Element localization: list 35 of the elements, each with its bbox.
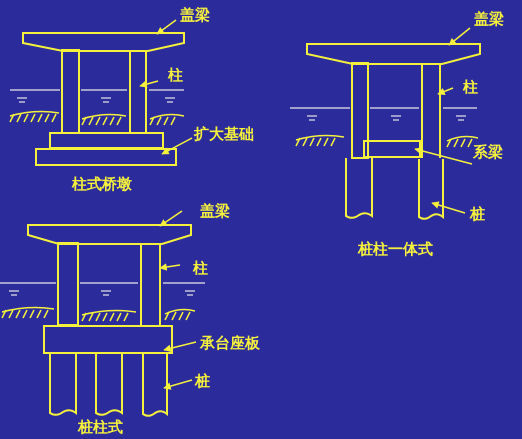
beam-shape (363, 140, 421, 160)
part-label: 盖梁 (180, 6, 210, 24)
cap-beam-shape (22, 32, 185, 53)
leader-line (437, 87, 454, 95)
part-label: 桩 (195, 372, 210, 390)
pile-shape (142, 353, 168, 416)
leader-line (139, 80, 158, 88)
leader-line (159, 210, 182, 227)
part-label: 系梁 (473, 143, 503, 161)
part-label: 盖梁 (474, 10, 504, 28)
caption-text: 桩柱一体式 (358, 240, 433, 258)
leader-line (159, 263, 180, 271)
cap-beam-shape (27, 224, 192, 246)
column-shape (421, 63, 441, 161)
beam-shape (43, 325, 173, 356)
pile-shape (418, 158, 444, 219)
caption-text: 桩柱式 (78, 418, 123, 436)
column-shape (140, 243, 161, 328)
part-label: 柱 (168, 66, 183, 84)
caption-text: 柱式桥墩 (72, 175, 132, 193)
leader-line (448, 27, 470, 46)
leader-line (163, 341, 196, 352)
part-label: 扩大基础 (194, 125, 254, 143)
leader-line (431, 201, 466, 214)
part-label: 桩 (470, 205, 485, 223)
part-label: 柱 (463, 78, 478, 96)
part-label: 柱 (193, 259, 208, 277)
leader-line (414, 147, 472, 165)
leader-line (161, 137, 192, 155)
beam-shape (35, 148, 177, 168)
part-label: 承台座板 (200, 334, 260, 352)
part-label: 盖梁 (200, 202, 230, 220)
leader-line (156, 19, 176, 35)
cap-beam-shape (306, 43, 481, 66)
leader-line (163, 379, 192, 390)
